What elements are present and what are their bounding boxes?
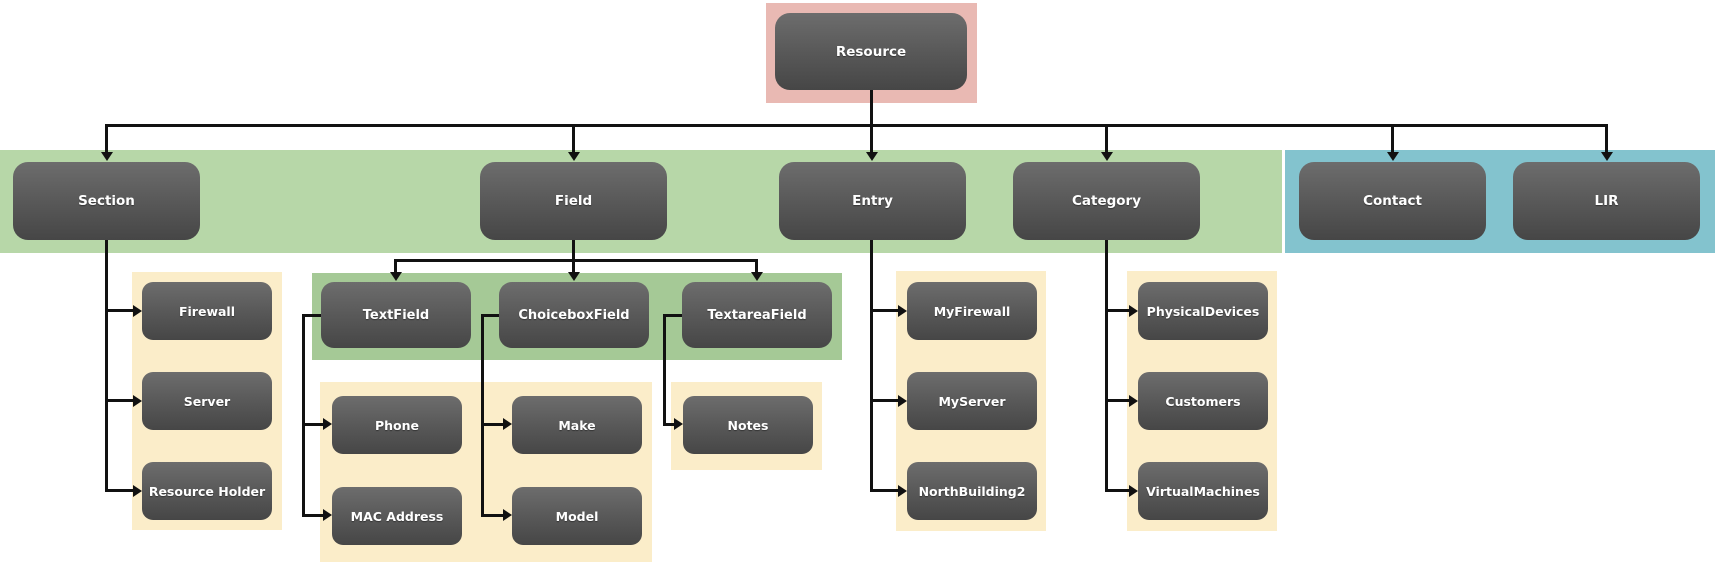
node-physicaldevices: PhysicalDevices	[1138, 282, 1268, 340]
node-notes: Notes	[683, 396, 813, 454]
connector-line	[663, 314, 666, 426]
node-virtualmachines: VirtualMachines	[1138, 462, 1268, 520]
connector-line	[1105, 489, 1129, 492]
arrowhead-down-icon	[568, 272, 580, 281]
connector-line	[105, 240, 108, 492]
connector-line	[1105, 399, 1129, 402]
connector-line	[870, 89, 873, 153]
node-category: Category	[1013, 162, 1200, 240]
node-myfirewall: MyFirewall	[907, 282, 1037, 340]
arrowhead-down-icon	[1101, 152, 1113, 161]
arrowhead-right-icon	[323, 509, 332, 521]
connector-line	[481, 514, 503, 517]
connector-line	[105, 399, 133, 402]
node-model: Model	[512, 487, 642, 545]
arrowhead-right-icon	[503, 418, 512, 430]
node-resource: Resource	[775, 13, 967, 90]
node-northbuilding2: NorthBuilding2	[907, 462, 1037, 520]
arrowhead-right-icon	[898, 395, 907, 407]
connector-line	[1391, 124, 1394, 153]
node-server: Server	[142, 372, 272, 430]
arrowhead-right-icon	[133, 485, 142, 497]
connector-line	[105, 124, 1608, 127]
connector-line	[1105, 124, 1108, 153]
connector-line	[870, 489, 898, 492]
arrowhead-down-icon	[1387, 152, 1399, 161]
arrowhead-right-icon	[133, 395, 142, 407]
connector-line	[663, 423, 674, 426]
connector-line	[105, 489, 133, 492]
node-mac-address: MAC Address	[332, 487, 462, 545]
node-section: Section	[13, 162, 200, 240]
node-myserver: MyServer	[907, 372, 1037, 430]
node-textareafield: TextareaField	[682, 282, 832, 348]
node-contact: Contact	[1299, 162, 1486, 240]
connector-line	[481, 314, 484, 517]
connector-line	[870, 240, 873, 492]
arrowhead-down-icon	[390, 272, 402, 281]
node-make: Make	[512, 396, 642, 454]
connector-line	[302, 514, 323, 517]
arrowhead-right-icon	[1129, 305, 1138, 317]
arrowhead-right-icon	[503, 509, 512, 521]
arrowhead-down-icon	[866, 152, 878, 161]
arrowhead-right-icon	[898, 485, 907, 497]
connector-line	[870, 309, 898, 312]
connector-line	[1105, 309, 1129, 312]
connector-line	[572, 240, 575, 274]
connector-line	[1105, 240, 1108, 492]
connector-line	[755, 259, 758, 274]
connector-line	[302, 314, 305, 517]
connector-line	[105, 309, 133, 312]
node-field: Field	[480, 162, 667, 240]
node-textfield: TextField	[321, 282, 471, 348]
arrowhead-right-icon	[674, 418, 683, 430]
connector-line	[663, 314, 683, 317]
arrowhead-right-icon	[1129, 485, 1138, 497]
arrowhead-right-icon	[1129, 395, 1138, 407]
node-choiceboxfield: ChoiceboxField	[499, 282, 649, 348]
arrowhead-right-icon	[898, 305, 907, 317]
arrowhead-down-icon	[101, 152, 113, 161]
node-entry: Entry	[779, 162, 966, 240]
connector-line	[870, 399, 898, 402]
arrowhead-right-icon	[323, 418, 332, 430]
arrowhead-right-icon	[133, 305, 142, 317]
connector-line	[394, 259, 758, 262]
node-lir: LIR	[1513, 162, 1700, 240]
node-phone: Phone	[332, 396, 462, 454]
arrowhead-down-icon	[1601, 152, 1613, 161]
connector-line	[302, 314, 322, 317]
connector-line	[572, 124, 575, 153]
arrowhead-down-icon	[568, 152, 580, 161]
node-resource-holder: Resource Holder	[142, 462, 272, 520]
connector-line	[481, 314, 500, 317]
connector-line	[302, 423, 323, 426]
connector-line	[105, 124, 108, 153]
node-firewall: Firewall	[142, 282, 272, 340]
node-customers: Customers	[1138, 372, 1268, 430]
connector-line	[1605, 124, 1608, 153]
connector-line	[394, 259, 397, 274]
connector-line	[481, 423, 503, 426]
arrowhead-down-icon	[751, 272, 763, 281]
